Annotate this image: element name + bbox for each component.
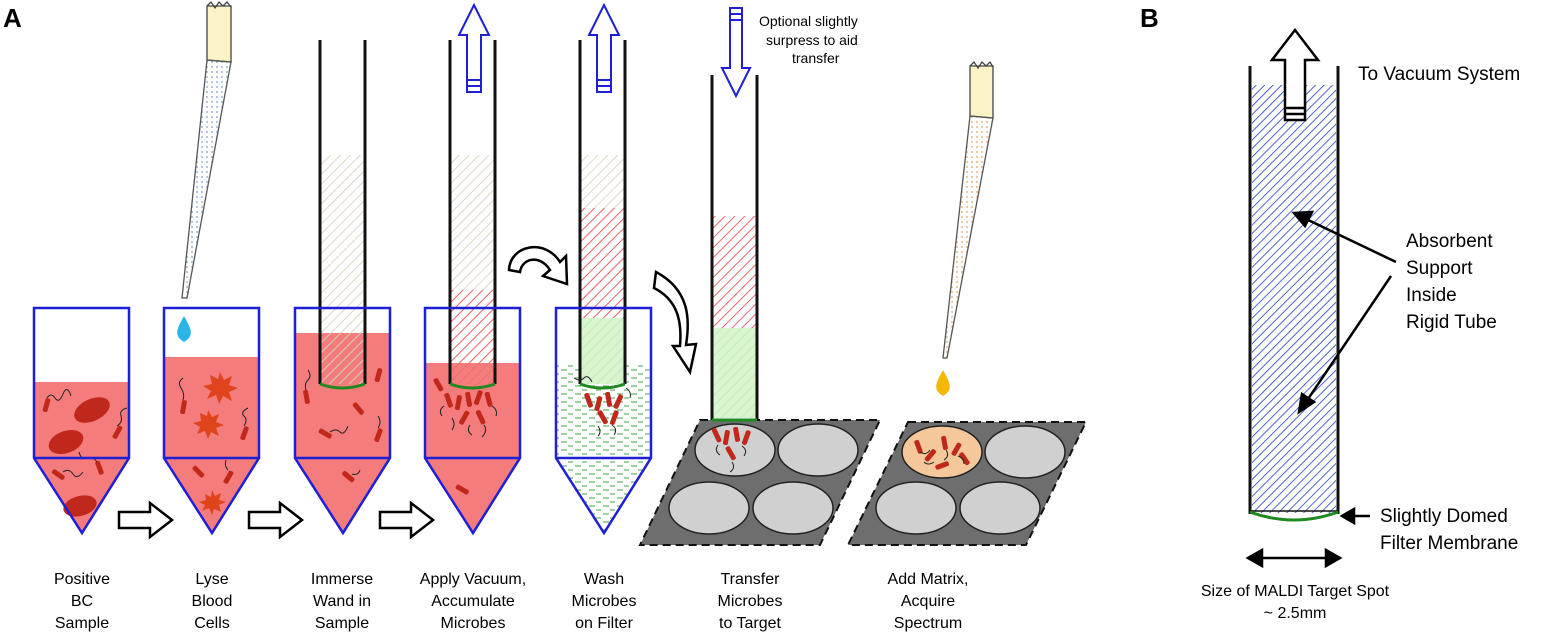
step-label-lyse-blood-cells-line-3: Cells	[194, 615, 230, 632]
step-1-sample-tube	[32, 306, 131, 536]
step-arrow-3	[378, 500, 436, 540]
vacuum-arrow-step-5	[587, 2, 621, 93]
step-label-add-matrix-line-1: Add Matrix,	[888, 571, 969, 588]
panel-b-letter: B	[1140, 3, 1159, 33]
membrane-label-line-2: Filter Membrane	[1380, 533, 1518, 554]
spot-size-double-arrow	[1245, 547, 1343, 569]
step-4-vacuum-tube	[423, 40, 522, 536]
step-label-apply-vacuum-line-2: Accumulate	[431, 593, 515, 610]
step-label-add-matrix-line-3: Spectrum	[894, 615, 962, 632]
step-label-apply-vacuum-line-3: Microbes	[441, 615, 506, 632]
step-label-immerse-wand-line-1: Immerse	[311, 571, 373, 588]
transfer-note-line-2: surpress to aid	[766, 32, 858, 48]
step-label-transfer-microbes-line-1: Transfer	[721, 571, 781, 588]
step-label-transfer-microbes-line-3: to Target	[719, 615, 782, 632]
pipette-matrix	[942, 60, 994, 359]
spot-size-label-line-1: Size of MALDI Target Spot	[1201, 583, 1390, 600]
step-label-immerse-wand-line-2: Wand in	[313, 593, 371, 610]
curved-arrow-wash	[507, 246, 569, 286]
step-label-add-matrix-line-2: Acquire	[901, 593, 955, 610]
press-arrow-step-6	[720, 7, 752, 99]
support-label-line-2: Support	[1406, 258, 1473, 279]
membrane-pointer-arrow	[1339, 506, 1370, 526]
matrix-drop	[936, 370, 950, 396]
curved-arrow-transfer	[652, 270, 698, 376]
step-label-positive-bc-sample-line-1: Positive	[54, 571, 110, 588]
target-plate-step-6	[638, 419, 882, 546]
support-label-line-1: Absorbent	[1406, 231, 1493, 252]
step-2-lysis-tube	[162, 306, 261, 536]
step-label-immerse-wand-line-3: Sample	[315, 615, 369, 632]
spot-size-label-line-2: ~ 2.5mm	[1264, 605, 1327, 622]
step-3-immerse-tube	[293, 40, 392, 536]
vacuum-arrow-step-4	[457, 2, 491, 93]
step-arrow-2	[247, 500, 305, 540]
step-label-wash-microbes-line-3: on Filter	[575, 615, 633, 632]
transfer-note-line-3: transfer	[792, 50, 840, 66]
step-arrow-1	[117, 500, 175, 540]
step-label-positive-bc-sample-line-3: Sample	[55, 615, 109, 632]
step-label-positive-bc-sample-line-2: BC	[71, 593, 93, 610]
vacuum-system-label: To Vacuum System	[1358, 64, 1520, 85]
panel-a-letter: A	[3, 3, 22, 33]
support-pointer-arrows	[1291, 210, 1397, 415]
step-label-transfer-microbes-line-2: Microbes	[718, 593, 783, 610]
pipette-lysis	[181, 0, 232, 299]
membrane-label-line-1: Slightly Domed	[1380, 506, 1508, 527]
step-label-wash-microbes-line-1: Wash	[584, 571, 624, 588]
step-6-transfer-tube	[710, 75, 759, 473]
absorbent-wand-diagram	[1248, 66, 1340, 522]
support-label-line-3: Inside	[1406, 285, 1457, 306]
step-label-lyse-blood-cells-line-2: Blood	[192, 593, 233, 610]
step-label-lyse-blood-cells-line-1: Lyse	[195, 571, 228, 588]
step-label-apply-vacuum-line-1: Apply Vacuum,	[420, 571, 526, 588]
step-5-wash-tube	[554, 40, 653, 536]
step-label-wash-microbes-line-2: Microbes	[572, 593, 637, 610]
target-plate-step-7	[846, 421, 1088, 546]
vacuum-arrow-panel-b	[1269, 27, 1321, 122]
transfer-note-line-1: Optional slightly	[759, 13, 858, 29]
support-label-line-4: Rigid Tube	[1406, 312, 1497, 333]
lysis-drop	[177, 316, 191, 342]
